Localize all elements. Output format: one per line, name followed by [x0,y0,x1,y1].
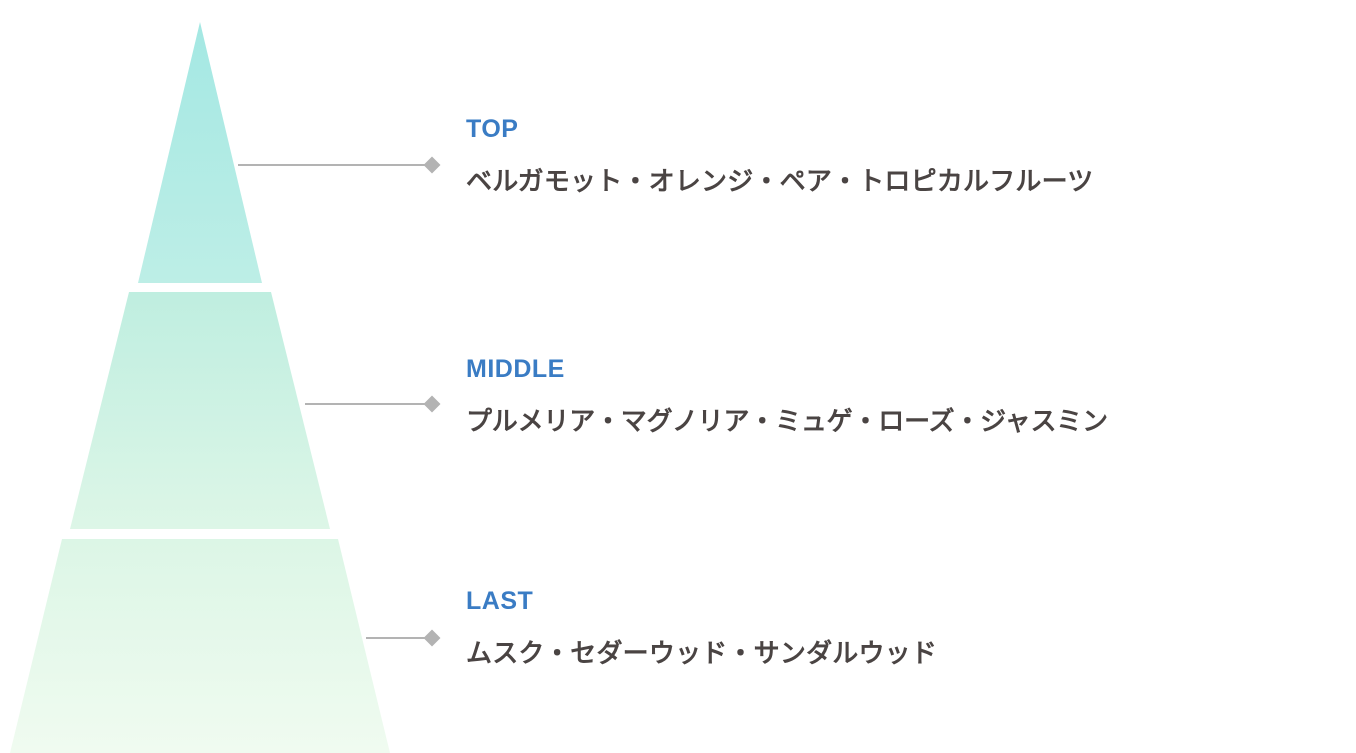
pyramid-section-last[interactable] [10,539,390,753]
note-title-middle: MIDDLE [466,355,565,383]
pyramid-graphic [0,0,440,753]
pyramid-section-top[interactable] [138,22,262,283]
note-block-top: TOP ベルガモット・オレンジ・ペア・トロピカルフルーツ [466,115,1094,197]
note-block-middle: MIDDLE プルメリア・マグノリア・ミュゲ・ローズ・ジャスミン [466,355,1108,437]
connector-line-last [366,637,432,639]
connector-line-middle [305,403,432,405]
note-block-last: LAST ムスク・セダーウッド・サンダルウッド [466,587,938,669]
note-title-last: LAST [466,587,534,615]
note-ingredients-last: ムスク・セダーウッド・サンダルウッド [466,637,938,668]
pyramid-section-middle[interactable] [70,292,330,529]
note-ingredients-middle: プルメリア・マグノリア・ミュゲ・ローズ・ジャスミン [466,405,1108,436]
connector-line-top [238,164,432,166]
pyramid-svg [10,22,390,753]
note-title-top: TOP [466,115,519,143]
note-ingredients-top: ベルガモット・オレンジ・ペア・トロピカルフルーツ [466,165,1094,196]
